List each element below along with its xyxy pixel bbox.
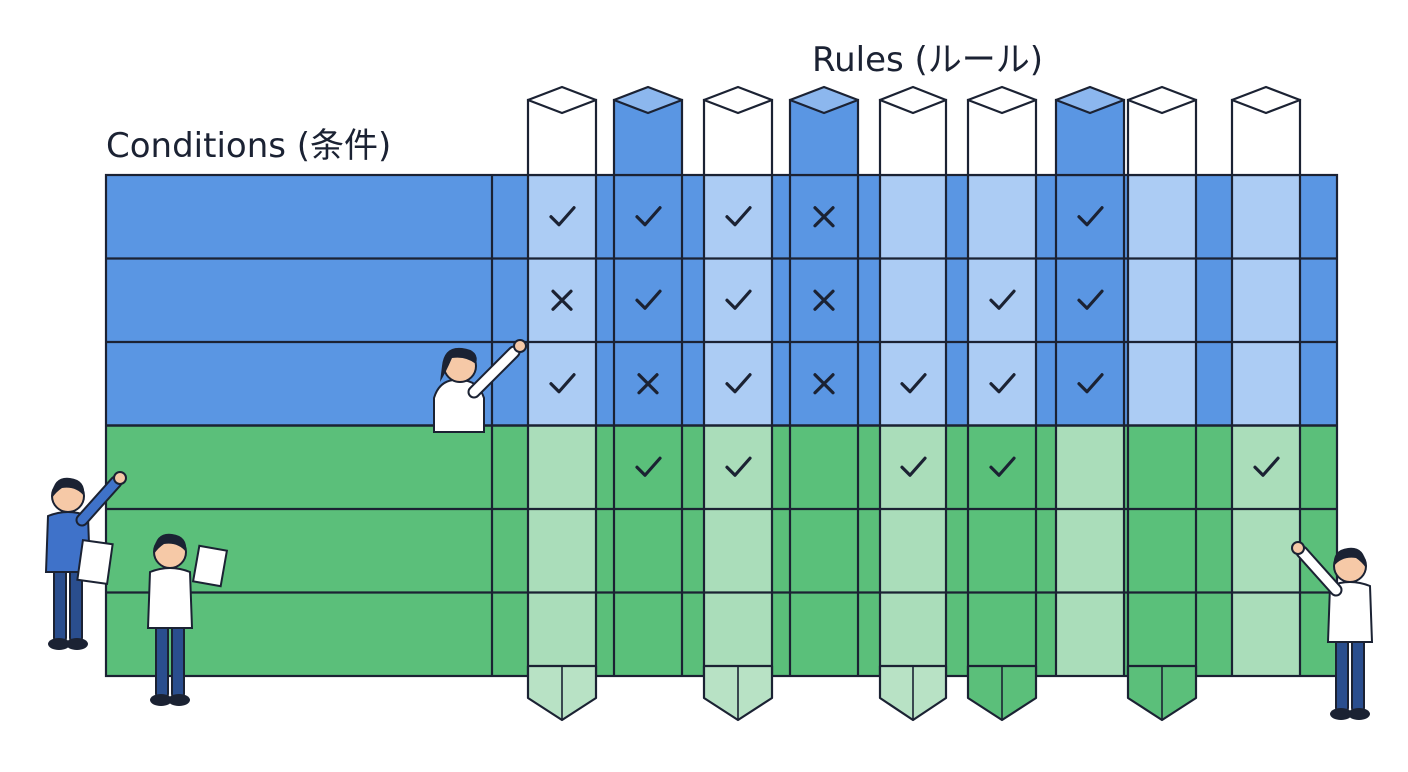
rule-cap-top	[702, 85, 774, 115]
check-icon	[900, 456, 927, 477]
person-shoe	[66, 638, 88, 650]
check-icon	[989, 373, 1016, 394]
rule-cap-top	[788, 85, 860, 115]
person-hair	[52, 477, 85, 498]
check-icon	[635, 206, 662, 227]
rule-marks	[549, 206, 1280, 477]
rule-column-action-strip	[968, 425, 1036, 676]
person-shoe	[150, 694, 172, 706]
cross-icon	[637, 373, 659, 395]
rule-columns	[528, 175, 1300, 676]
check-icon	[989, 289, 1016, 310]
rule-column-action-strip	[704, 425, 772, 676]
rule-column-action-strip	[1232, 425, 1300, 676]
check-icon	[725, 456, 752, 477]
check-icon	[635, 456, 662, 477]
person-shoe	[1348, 708, 1370, 720]
rule-cap-top	[1126, 85, 1198, 115]
person-hair	[440, 347, 477, 382]
rule-cap-top	[1230, 85, 1302, 115]
rule-column-action-strip	[528, 425, 596, 676]
rule-cap-top	[612, 85, 684, 115]
person-hand	[513, 339, 527, 353]
rule-column-action-strip	[790, 425, 858, 676]
person-hand	[113, 471, 127, 485]
rule-cap-top	[878, 85, 948, 115]
cross-icon	[813, 289, 835, 311]
person-arm	[469, 347, 519, 397]
conditions-label: Conditions (条件)	[106, 126, 392, 166]
check-icon	[725, 373, 752, 394]
cross-icon	[813, 373, 835, 395]
rule-column-action-strip	[880, 425, 946, 676]
check-icon	[900, 373, 927, 394]
cross-icon	[551, 289, 573, 311]
person-leg	[1351, 637, 1365, 713]
rule-column-condition-strip	[704, 175, 772, 426]
check-icon	[1077, 373, 1104, 394]
rule-column-action-strip	[614, 425, 682, 676]
rule-cap-top	[966, 85, 1038, 115]
person-pointing-right	[1291, 541, 1374, 720]
rule-column-action-strip	[1056, 425, 1124, 676]
person-leg	[1335, 637, 1349, 713]
check-icon	[1077, 289, 1104, 310]
person-pointing-center	[433, 339, 527, 433]
rule-tails	[526, 664, 1198, 722]
person-leg	[155, 623, 169, 699]
person-holding-paper	[146, 533, 194, 706]
rule-caps	[526, 85, 1302, 177]
check-icon	[725, 206, 752, 227]
person-torso	[1326, 581, 1374, 643]
person-hair	[154, 533, 187, 554]
person-arm	[1297, 547, 1341, 595]
check-icon	[635, 289, 662, 310]
rule-column-action-strip	[1128, 425, 1196, 676]
rules-label: Rules (ルール)	[812, 40, 1044, 80]
check-icon	[549, 373, 576, 394]
rule-column-condition-strip	[968, 175, 1036, 426]
cross-icon	[813, 206, 835, 228]
rule-column-condition-strip	[1232, 175, 1300, 426]
paper-sheet	[191, 544, 229, 588]
paper-sheet	[76, 538, 114, 586]
person-arm	[77, 477, 121, 525]
rule-cap-top	[1054, 85, 1126, 115]
check-icon	[1253, 456, 1280, 477]
person-hair	[1333, 547, 1366, 568]
person-leg	[53, 567, 67, 643]
rule-column-condition-strip	[880, 175, 946, 426]
rule-cap-top	[526, 85, 598, 115]
person-shoe	[48, 638, 70, 650]
check-icon	[989, 456, 1016, 477]
person-shoe	[168, 694, 190, 706]
rule-column-condition-strip	[1128, 175, 1196, 426]
person-hand	[1291, 541, 1305, 555]
person-leg	[171, 623, 185, 699]
person-torso	[146, 567, 194, 629]
check-icon	[725, 289, 752, 310]
person-shoe	[1330, 708, 1352, 720]
check-icon	[549, 206, 576, 227]
check-icon	[1077, 206, 1104, 227]
